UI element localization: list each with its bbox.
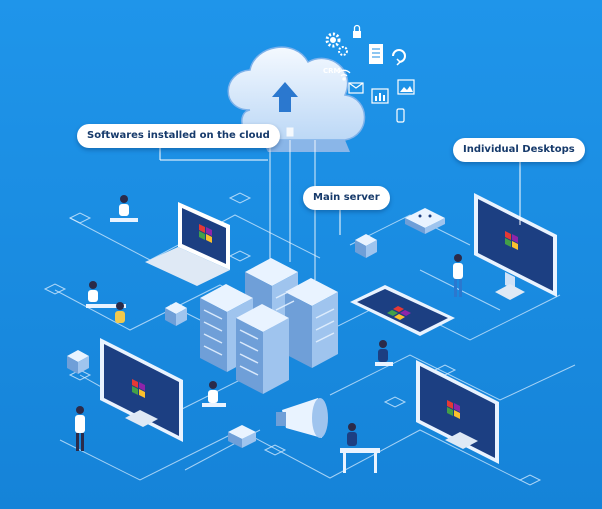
phone-icon: [396, 108, 405, 123]
person: [202, 381, 226, 407]
router: [405, 208, 445, 234]
gear-icon: [325, 32, 341, 48]
main-server: [200, 258, 338, 394]
crm-text: CRM: [323, 67, 341, 75]
service-icons: CRM: [323, 24, 415, 123]
server-rack: [236, 304, 289, 394]
chart-icon: [371, 88, 389, 104]
refresh-icon: [392, 49, 406, 66]
callout-main-server: Main server: [303, 186, 390, 210]
laptop: [145, 202, 230, 286]
windows-logo-icon: [387, 306, 411, 320]
mail-icon: [348, 82, 364, 94]
tablet: [350, 285, 455, 336]
callout-leaders: [159, 148, 521, 235]
person: [110, 195, 138, 222]
desktop-monitor: [416, 360, 499, 464]
person: [86, 281, 126, 308]
image-icon: [397, 79, 415, 95]
windows-logo-icon: [132, 379, 145, 398]
person: [375, 340, 393, 366]
person: [340, 423, 380, 473]
document-icon: [369, 44, 383, 64]
network-nodes: [67, 208, 445, 448]
upload-arrow-icon: [272, 82, 298, 112]
person: [75, 406, 85, 451]
desktop-monitor: [474, 193, 557, 300]
people: [75, 195, 463, 473]
wifi-icon: [337, 69, 351, 81]
windows-logo-icon: [199, 224, 212, 243]
person: [453, 254, 463, 297]
windows-logo-icon: [447, 400, 460, 419]
lock-icon: [353, 24, 361, 38]
windows-logo-icon: [505, 231, 518, 250]
gear-icon: [338, 46, 348, 56]
desktop-monitor: [100, 338, 183, 442]
megaphone-icon: [276, 398, 328, 438]
person: [115, 302, 125, 323]
callout-cloud-software: Softwares installed on the cloud: [77, 124, 280, 148]
callout-individual-desktops: Individual Desktops: [453, 138, 585, 162]
